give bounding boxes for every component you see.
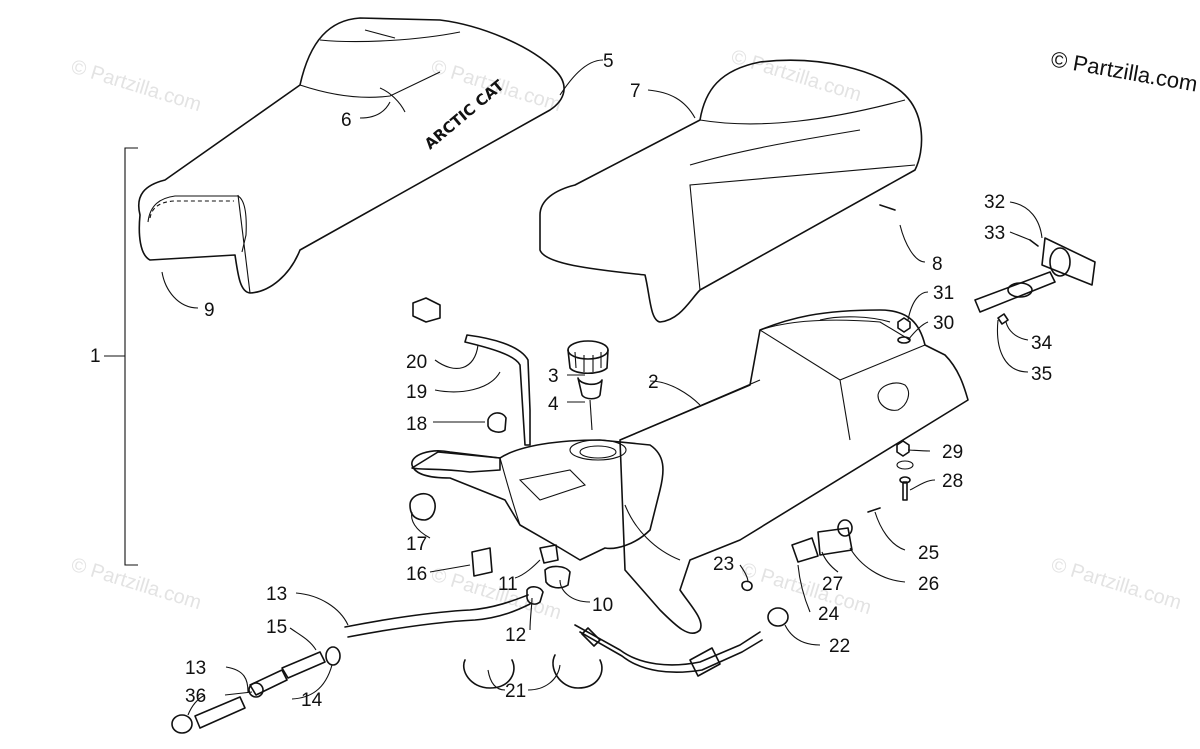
callout-9: 9	[204, 300, 215, 321]
cable-assembly	[574, 507, 881, 677]
callout-25: 25	[918, 543, 939, 564]
callout-36: 36	[185, 686, 206, 707]
callout-26: 26	[918, 574, 939, 595]
callout-30: 30	[933, 313, 954, 334]
seat-assembly-part-5: ARCTIC CAT	[138, 17, 565, 294]
watermark-4: © Partzilla.com	[69, 554, 204, 614]
callouts: 1 2 3 4 5 6 7 8 9 10 11 12 13 13 14 15 1…	[90, 51, 1053, 711]
grommet-part-17	[409, 493, 436, 521]
callout-28: 28	[942, 471, 963, 492]
callout-17: 17	[406, 534, 427, 555]
callout-2: 2	[648, 372, 659, 393]
callout-5: 5	[603, 51, 614, 72]
clamp-part-21-left	[463, 659, 515, 689]
callout-34: 34	[1031, 333, 1053, 354]
fuel-tank	[411, 439, 681, 561]
seat-cover-part-7	[539, 59, 923, 323]
watermark-7: © Partzilla.com	[1049, 554, 1184, 614]
callout-15: 15	[266, 617, 287, 638]
callout-3: 3	[548, 366, 559, 387]
callout-4: 4	[548, 394, 559, 415]
group-bracket-1	[104, 147, 138, 566]
callout-16: 16	[406, 564, 427, 585]
callout-14: 14	[301, 690, 323, 711]
bracket-part-16	[471, 547, 493, 577]
small-parts-left	[411, 297, 531, 473]
watermark-5: © Partzilla.com	[429, 564, 564, 624]
callout-11: 11	[498, 574, 518, 595]
callout-1: 1	[90, 346, 101, 367]
fuel-cap-part-3	[567, 340, 609, 431]
callout-20: 20	[406, 352, 427, 373]
fasteners	[896, 317, 914, 501]
callout-13a: 13	[266, 584, 287, 605]
watermark-6: © Partzilla.com	[739, 559, 874, 619]
callout-19: 19	[406, 382, 427, 403]
copyright-text: © Partzilla.com	[1049, 46, 1199, 96]
callout-31: 31	[933, 283, 954, 304]
callout-27: 27	[822, 574, 843, 595]
callout-33: 33	[984, 223, 1005, 244]
watermark-1: © Partzilla.com	[69, 56, 204, 116]
callout-18: 18	[406, 414, 427, 435]
callout-10: 10	[592, 595, 613, 616]
callout-7: 7	[630, 81, 641, 102]
callout-12: 12	[505, 625, 526, 646]
callout-24: 24	[818, 604, 840, 625]
watermarks: © Partzilla.com © Partzilla.com © Partzi…	[69, 46, 1184, 624]
callout-32: 32	[984, 192, 1005, 213]
callout-13b: 13	[185, 658, 206, 679]
callout-21: 21	[505, 681, 526, 702]
fuel-hose-part-13	[171, 594, 531, 734]
sender-part-32	[974, 237, 1096, 325]
callout-35: 35	[1031, 364, 1052, 385]
callout-23: 23	[713, 554, 734, 575]
seat-base-part-2	[619, 309, 969, 634]
watermark-3: © Partzilla.com	[729, 46, 864, 106]
clamp-part-21-right	[552, 654, 603, 689]
leader-lines	[161, 59, 1043, 716]
valve-parts	[526, 544, 571, 605]
callout-6: 6	[341, 110, 352, 131]
callout-29: 29	[942, 442, 963, 463]
callout-22: 22	[829, 636, 850, 657]
callout-8: 8	[932, 254, 943, 275]
